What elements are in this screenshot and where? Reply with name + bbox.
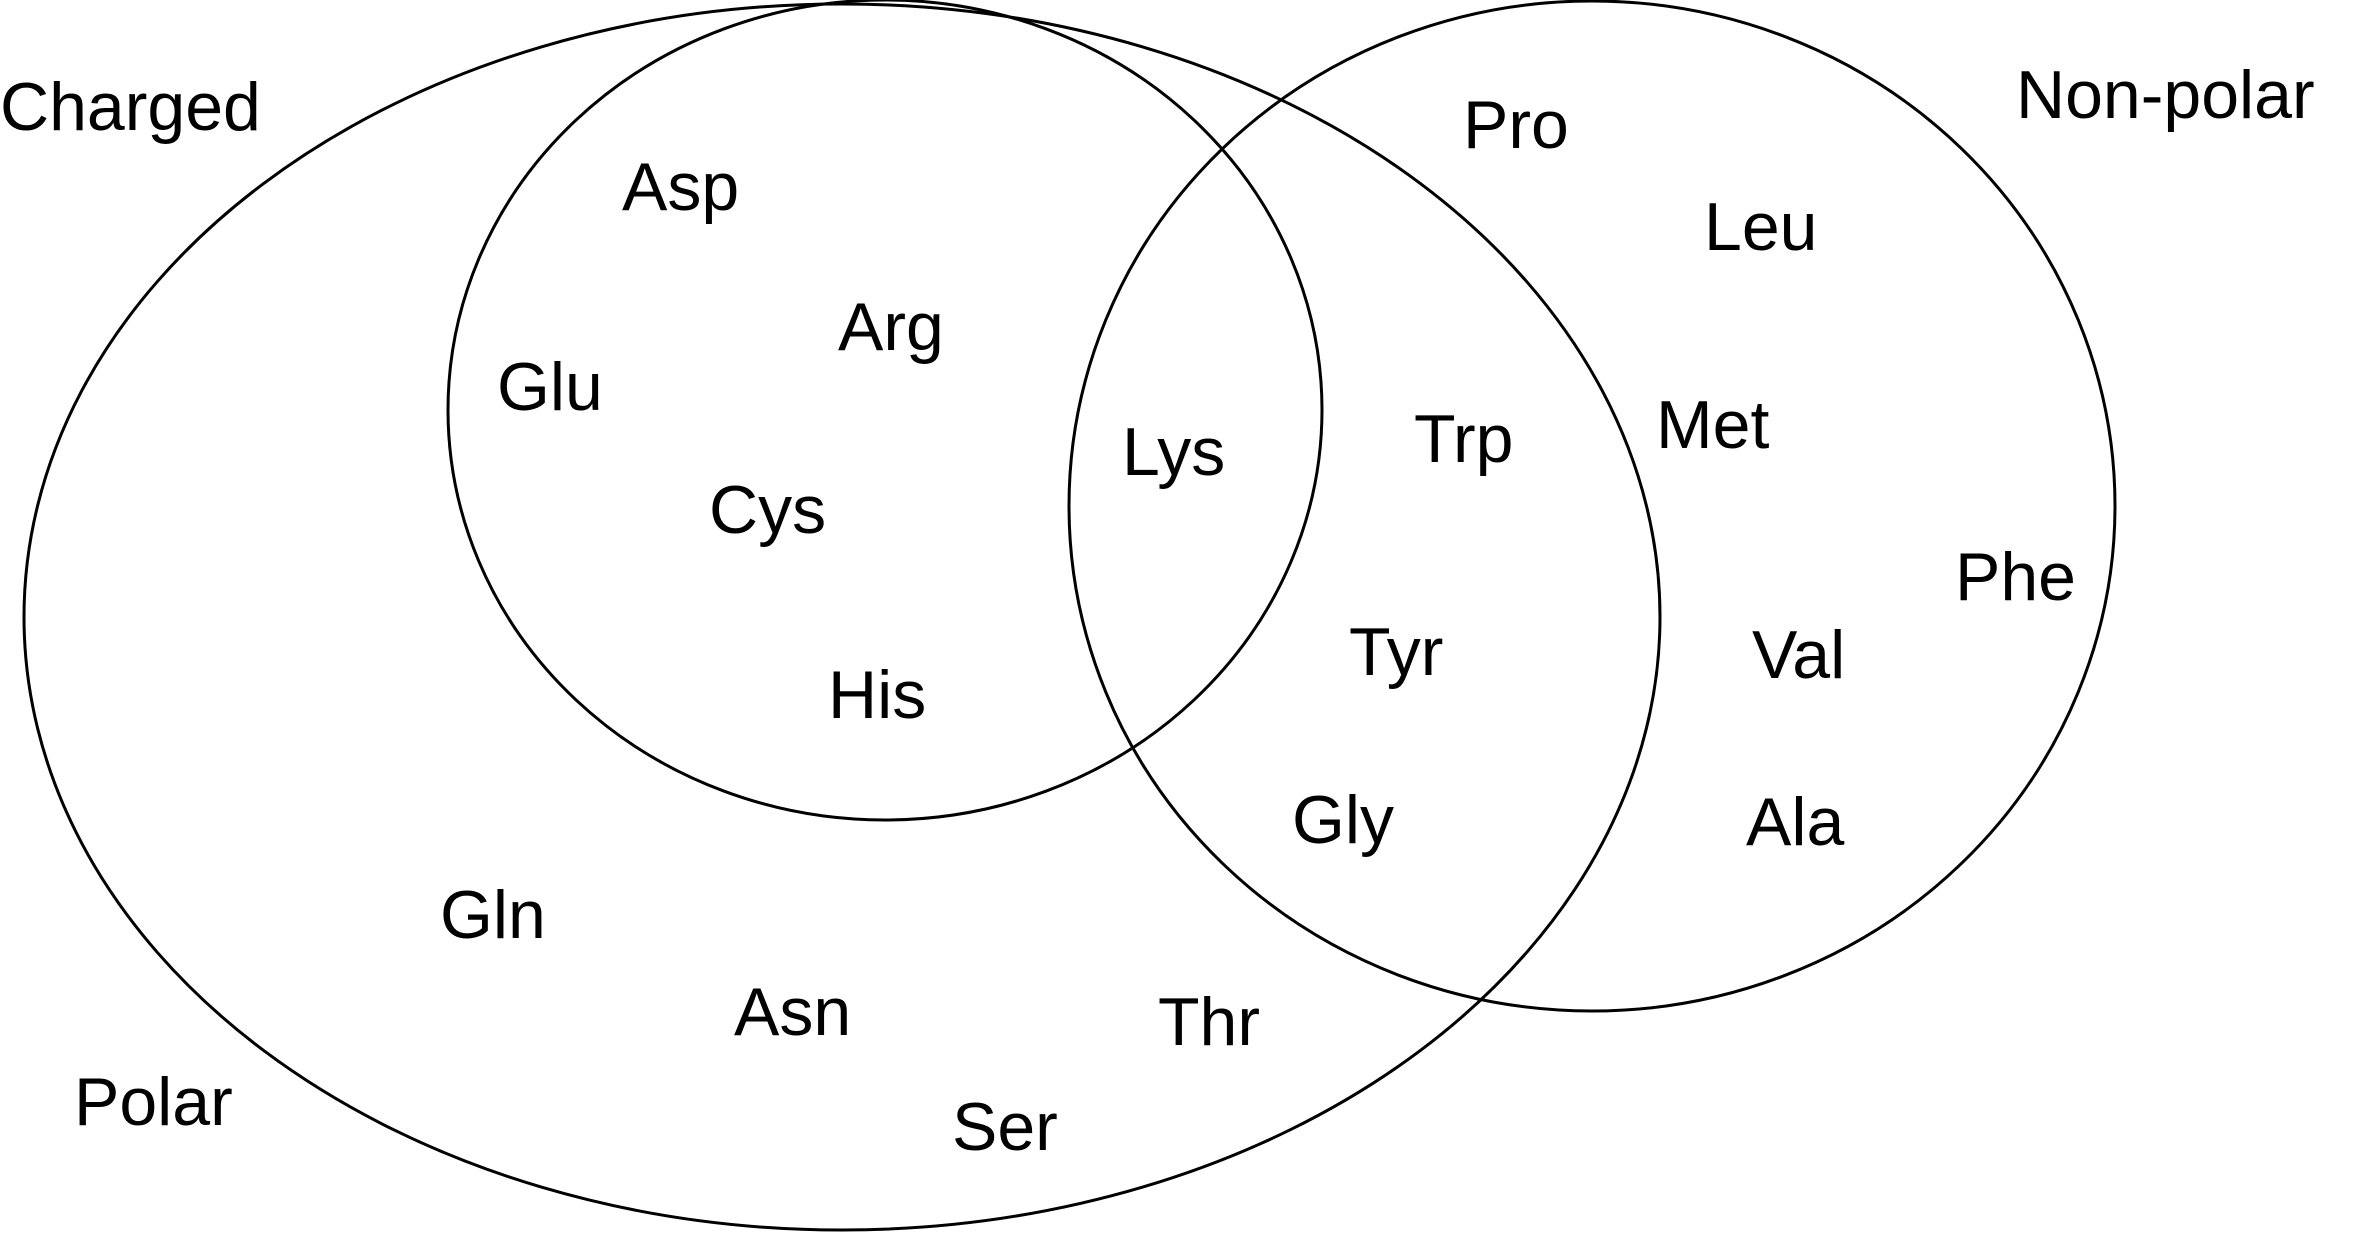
polar-set-label: Polar	[74, 1064, 233, 1140]
non-polar-set-ellipse	[1067, 0, 2117, 1013]
amino-acid-label: Gly	[1292, 782, 1394, 858]
amino-acid-label: Thr	[1158, 984, 1260, 1060]
charged-set-circle	[446, 0, 1324, 822]
amino-acid-label: Ser	[952, 1089, 1058, 1165]
amino-acid-label: Arg	[838, 289, 944, 365]
amino-acid-label: Gln	[440, 877, 546, 953]
amino-acid-label: Lys	[1122, 414, 1225, 490]
amino-acid-label: Asn	[734, 974, 851, 1050]
amino-acid-label: Glu	[497, 349, 603, 425]
amino-acid-label: Val	[1752, 617, 1845, 693]
non-polar-set-label: Non-polar	[2016, 57, 2315, 133]
amino-acid-label: Ala	[1746, 784, 1844, 860]
charged-set-label: Charged	[0, 69, 261, 145]
amino-acid-label: Leu	[1704, 189, 1817, 265]
amino-acid-label: Phe	[1955, 539, 2076, 615]
amino-acid-label: His	[828, 657, 926, 733]
amino-acid-label: Asp	[622, 149, 739, 225]
amino-acid-label: Trp	[1414, 401, 1513, 477]
amino-acid-label: Tyr	[1349, 614, 1443, 690]
amino-acid-label: Pro	[1463, 87, 1569, 163]
amino-acid-label: Met	[1656, 387, 1769, 463]
polar-set-ellipse	[22, 2, 1662, 1232]
amino-acid-label: Cys	[709, 472, 826, 548]
